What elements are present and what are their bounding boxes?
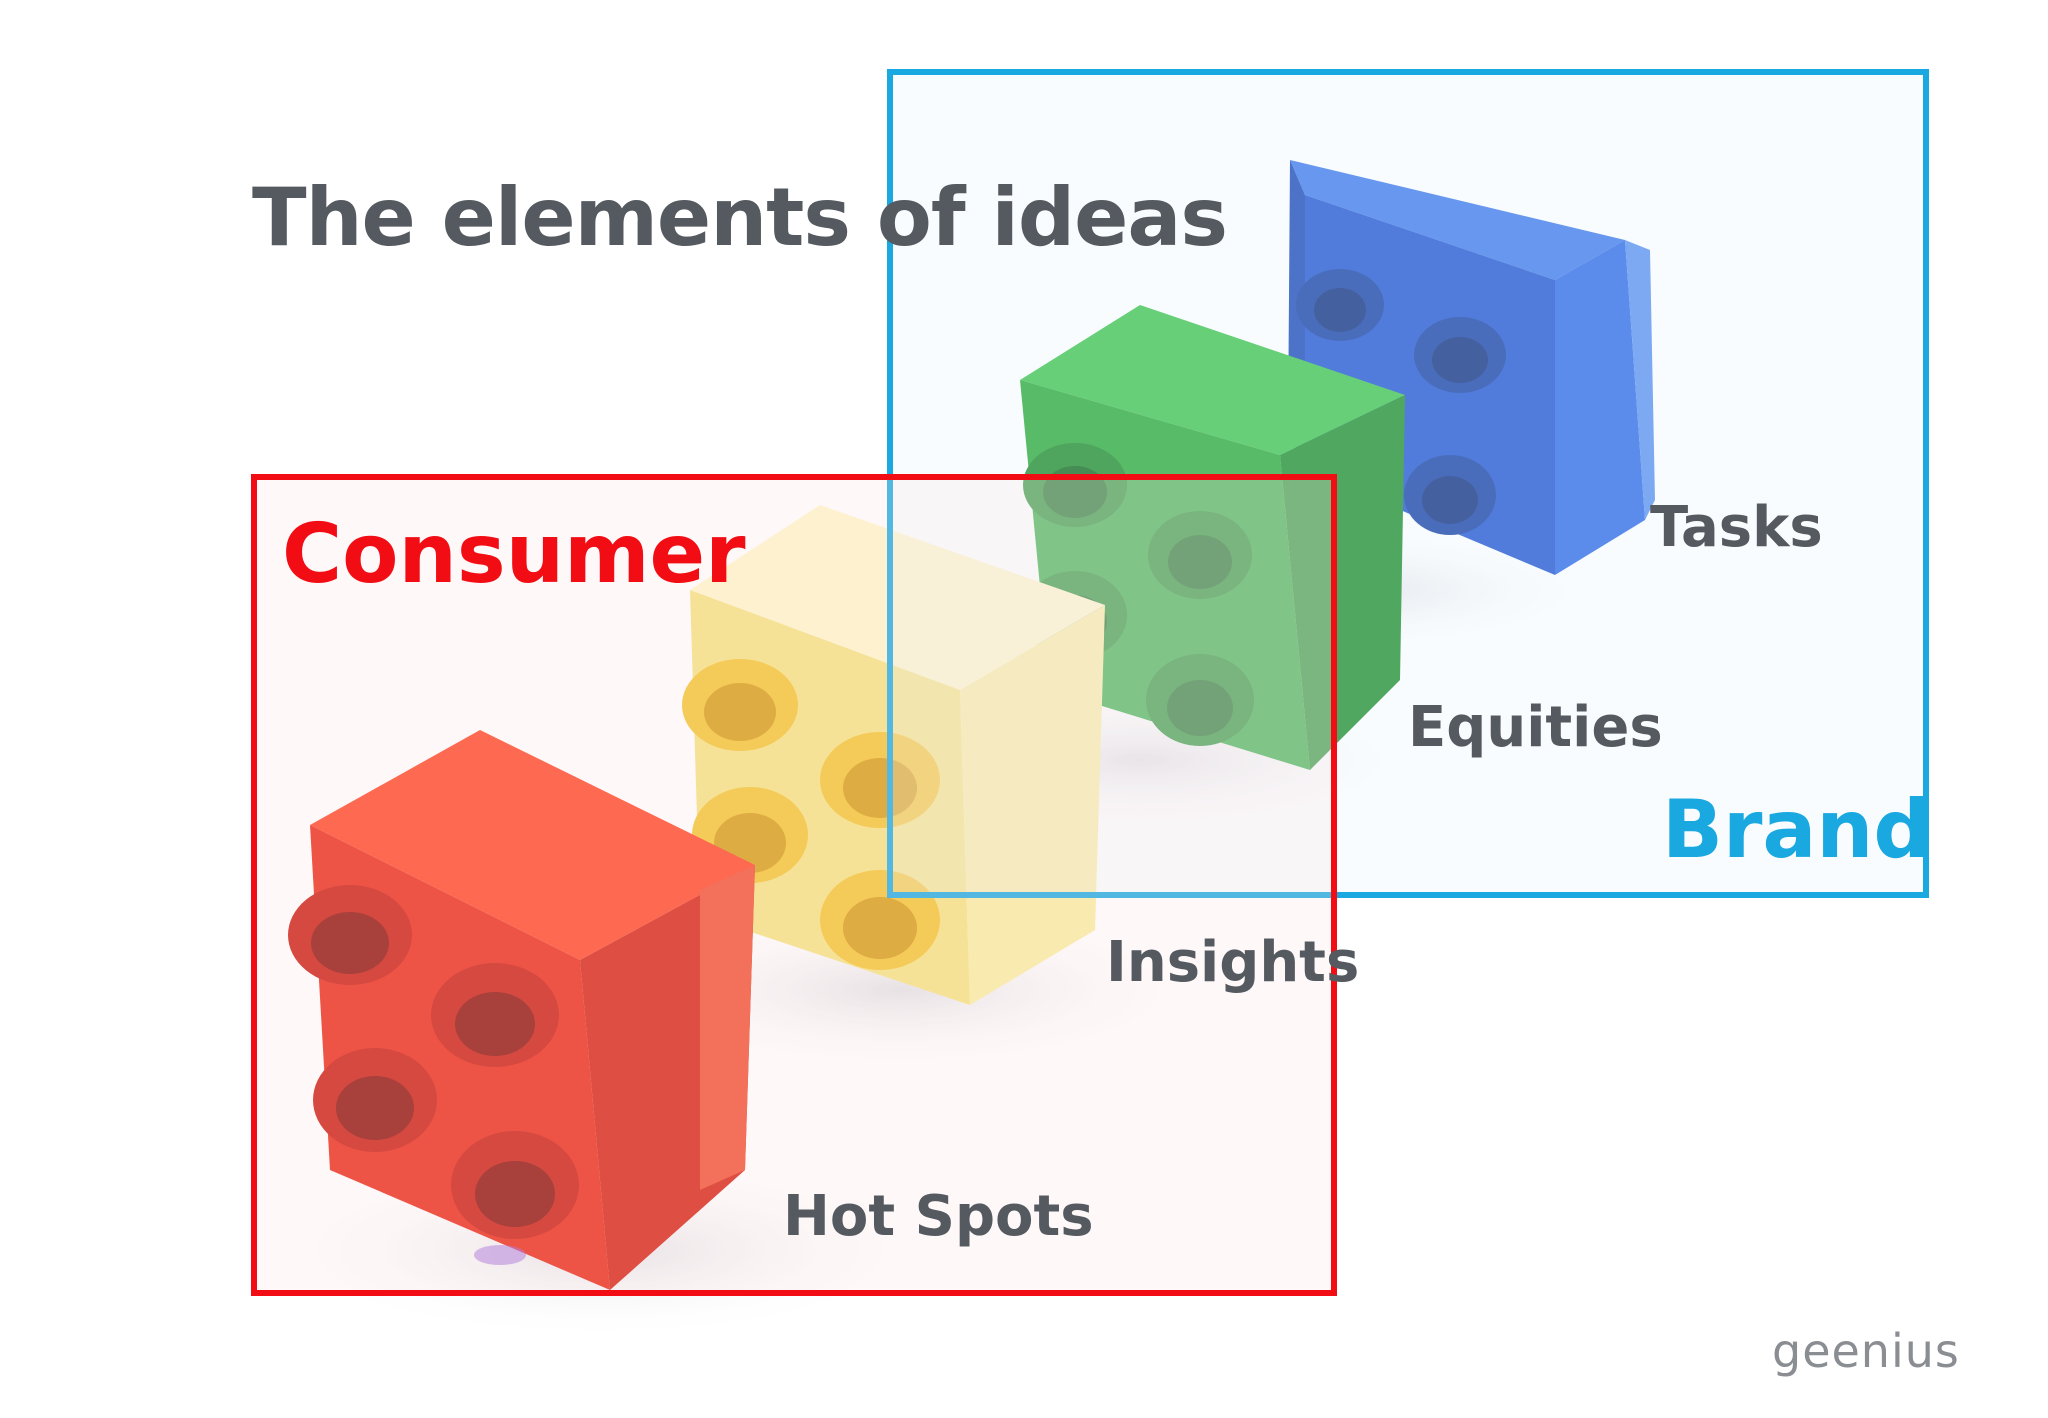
yellow-brick [682, 505, 1105, 1005]
consumer-box [251, 474, 1337, 1296]
page-title: The elements of ideas [252, 171, 1228, 264]
brand-label: Brand [1662, 783, 1931, 876]
hot-spots-label: Hot Spots [783, 1184, 1094, 1249]
insights-label: Insights [1106, 930, 1360, 995]
equities-label: Equities [1408, 695, 1663, 760]
consumer-label: Consumer [282, 507, 746, 602]
brand-box [887, 69, 1929, 898]
geenius-logo: geenius [1772, 1324, 1960, 1378]
red-brick [288, 730, 755, 1290]
tasks-label: Tasks [1650, 495, 1823, 560]
